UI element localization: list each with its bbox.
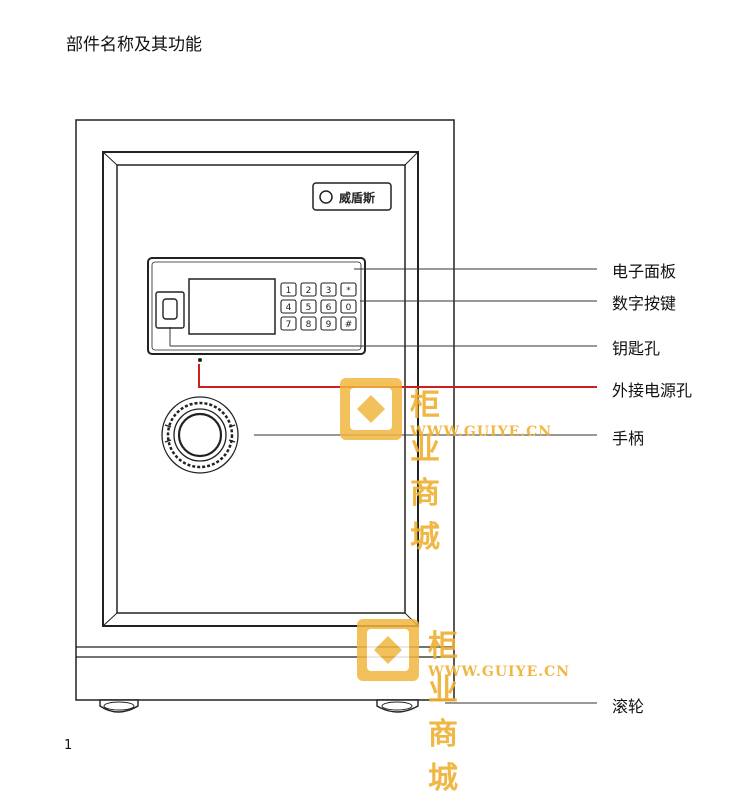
keypad-key — [340, 299, 357, 314]
keypad-key — [280, 316, 297, 331]
wheel-right — [376, 699, 419, 713]
keypad-key-label: 9 — [326, 320, 332, 330]
keypad-key-label: 7 — [286, 320, 292, 330]
keypad-key — [300, 282, 317, 297]
keypad-key-label: 0 — [346, 303, 352, 313]
keypad-key — [340, 316, 357, 331]
page-number: 1 — [64, 738, 73, 753]
watermark-logo-1 — [340, 378, 402, 440]
keypad-key — [300, 316, 317, 331]
keypad-key — [280, 299, 297, 314]
keypad-key-label: 8 — [306, 320, 312, 330]
watermark-url: WWW.GUIYE.CN — [428, 664, 571, 680]
label-keys: 数字按键 — [612, 294, 677, 313]
label-keyhole: 钥匙孔 — [612, 339, 661, 358]
brand-logo-icon — [319, 190, 333, 204]
brand-badge — [312, 182, 392, 211]
keypad-key-label: # — [345, 320, 353, 330]
safe-diagram: 威盾斯 1 2 3 * 4 5 6 0 7 8 9 # — [75, 119, 597, 713]
keypad: 1 2 3 * 4 5 6 0 7 8 9 # — [280, 282, 357, 331]
watermark-logo-2 — [357, 619, 419, 681]
label-handle: 手柄 — [612, 429, 645, 448]
power-hole-icon — [198, 358, 202, 362]
leader-power — [198, 364, 597, 388]
label-wheels: 滚轮 — [612, 697, 645, 716]
label-power: 外接电源孔 — [612, 381, 693, 400]
keypad-key — [300, 299, 317, 314]
watermark-name: 柜业商城 — [410, 388, 442, 555]
keypad-key — [320, 299, 337, 314]
keypad-key-label: * — [346, 286, 351, 296]
handle-knob — [161, 396, 239, 474]
keypad-key — [280, 282, 297, 297]
keypad-key-label: 5 — [306, 303, 312, 313]
keypad-key-label: 4 — [286, 303, 292, 313]
page-title: 部件名称及其功能 — [66, 35, 202, 55]
keypad-key-label: 2 — [306, 286, 312, 296]
keypad-key-label: 6 — [326, 303, 332, 313]
keypad-key — [340, 282, 357, 297]
watermark-url: WWW.GUIYE.CN — [410, 424, 553, 440]
keypad-key-label: 3 — [326, 286, 332, 296]
label-panel: 电子面板 — [612, 262, 677, 281]
keypad-key — [320, 282, 337, 297]
lcd-display — [188, 278, 276, 335]
keypad-key-label: 1 — [286, 286, 292, 296]
keypad-key — [320, 316, 337, 331]
brand-logo-text: 威盾斯 — [339, 190, 375, 205]
watermark-name: 柜业商城 — [428, 629, 460, 796]
wheel-left — [99, 699, 139, 713]
